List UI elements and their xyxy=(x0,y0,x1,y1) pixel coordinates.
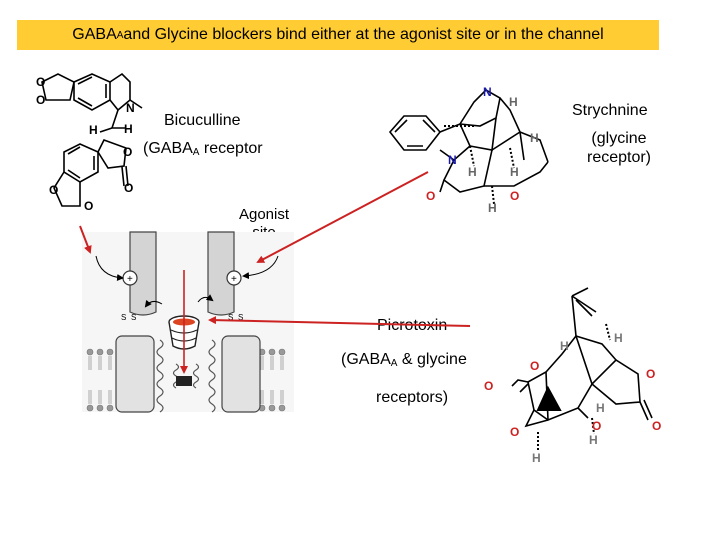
right-subunit-ecd xyxy=(207,231,235,316)
bicuculline-pointer-arrow xyxy=(79,225,92,254)
right-disulfide-s2: S xyxy=(238,313,243,322)
picrotoxin-h1: H xyxy=(614,331,623,345)
left-disulfide-s1: S xyxy=(121,313,126,322)
agonist-line1: Agonist xyxy=(238,206,290,223)
picrotoxin-h3: H xyxy=(596,401,605,415)
strychnine-h5: H xyxy=(488,201,497,215)
left-pocket-sign: + xyxy=(127,274,133,285)
strychnine-h3: H xyxy=(468,165,477,179)
title-suffix: and Glycine blockers bind either at the … xyxy=(123,26,604,43)
bicuculline-structure xyxy=(41,72,143,207)
picrotoxin-structure xyxy=(511,287,653,428)
strychnine-o1: O xyxy=(426,189,435,203)
strychnine-h4: H xyxy=(510,165,519,179)
left-curved-arrow xyxy=(95,255,124,282)
bicuculline-receptor-suffix: receptor xyxy=(199,140,263,157)
lipid-upper-left xyxy=(86,348,114,370)
picrotoxin-h2: H xyxy=(560,339,569,353)
strychnine-n2: N xyxy=(448,153,457,167)
right-disulfide-s1: S xyxy=(228,313,233,322)
strychnine-n1: N xyxy=(483,85,492,99)
picrotoxin-atoms: H H O O O H O O O H H xyxy=(484,331,661,465)
strychnine-stereo-bonds xyxy=(444,125,515,205)
picrotoxin-o6: O xyxy=(510,425,519,439)
bicuculline-h1: H xyxy=(89,123,98,137)
picrotoxin-o3: O xyxy=(484,379,493,393)
picrotoxin-stereo-bonds xyxy=(536,323,611,450)
right-curved-arrow xyxy=(242,255,279,280)
picrotoxin-o4: O xyxy=(652,419,661,433)
strychnine-receptor-label: (glycine receptor) xyxy=(574,129,664,167)
center-left-curved-arrow xyxy=(144,299,163,308)
picrotoxin-o2: O xyxy=(646,367,655,381)
picrotoxin-o5: O xyxy=(592,419,601,433)
strychnine-o2: O xyxy=(510,189,519,203)
pore-helices xyxy=(156,339,216,413)
left-disulfide-s2: S xyxy=(131,313,136,322)
picrotoxin-h5: H xyxy=(532,451,541,465)
bicuculline-o4: O xyxy=(124,181,133,195)
picrotoxin-receptors-suffix: & glycine xyxy=(397,351,467,368)
bicuculline-o6: O xyxy=(84,199,93,213)
picrotoxin-receptors-subscript: A xyxy=(390,358,398,369)
bicuculline-receptor-subscript: A xyxy=(192,147,200,158)
bicuculline-o3: O xyxy=(123,145,132,159)
right-pocket-sign: + xyxy=(231,274,237,285)
right-subunit-tmd xyxy=(221,335,261,413)
bicuculline-receptor-prefix: (GABA xyxy=(143,140,193,157)
title-subscript: A xyxy=(116,29,124,41)
strychnine-pointer-arrow xyxy=(256,171,429,263)
channel-gate xyxy=(176,376,192,386)
left-subunit-tmd xyxy=(115,335,155,413)
bicuculline-o1: O xyxy=(36,75,45,89)
picrotoxin-o1: O xyxy=(530,359,539,373)
strychnine-label: Strychnine xyxy=(572,102,648,119)
strychnine-receptor-line1: (glycine xyxy=(591,130,647,147)
picrotoxin-h4: H xyxy=(589,433,598,447)
bicuculline-o2: O xyxy=(36,93,45,107)
strychnine-atoms: N H H N H H O O H xyxy=(426,85,539,215)
title-prefix: GABA xyxy=(72,26,117,43)
bicuculline-atoms: O O N H H O O O O xyxy=(36,75,135,213)
strychnine-h2: H xyxy=(530,131,539,145)
center-curved-arrow xyxy=(197,294,214,303)
left-subunit-ecd xyxy=(129,231,157,316)
strychnine-h1: H xyxy=(509,95,518,109)
strychnine-receptor-line2: receptor) xyxy=(586,149,652,167)
bicuculline-n: N xyxy=(126,101,135,115)
bicuculline-o5: O xyxy=(49,183,58,197)
right-agonist-pocket xyxy=(226,270,242,286)
picrotoxin-pointer-arrow xyxy=(208,316,471,327)
picrotoxin-receptors-prefix: (GABA xyxy=(341,351,391,368)
bicuculline-label: Bicuculline xyxy=(164,112,241,129)
lipid-lower-left xyxy=(86,390,114,412)
bicuculline-h2: H xyxy=(124,122,133,136)
picrotoxin-receptors-line2: receptors) xyxy=(376,389,449,406)
bicuculline-receptor-label: (GABAA receptor xyxy=(143,139,263,159)
picrotoxin-receptors-label: (GABAA & glycine xyxy=(341,350,467,370)
lipid-lower-right xyxy=(258,390,286,412)
